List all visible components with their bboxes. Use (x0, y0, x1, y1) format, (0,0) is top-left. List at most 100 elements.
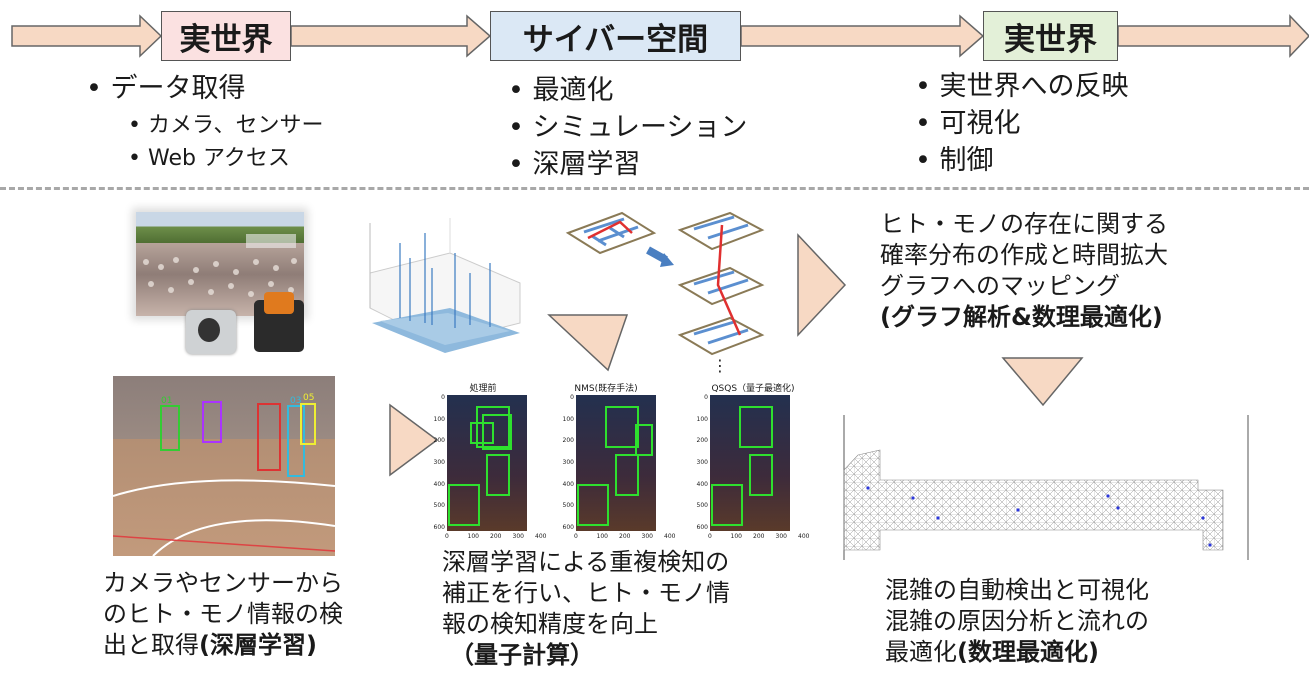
triangle-up (547, 314, 629, 372)
list-item: データ取得 (86, 70, 246, 107)
panel-title-before: 処理前 (469, 384, 497, 394)
y-tick-label: 500 (562, 502, 574, 510)
y-tick-label: 400 (433, 480, 445, 488)
caption-line: 確率分布の作成と時間拡大 (880, 241, 1168, 269)
y-tick-label: 200 (433, 437, 445, 445)
x-tick-label: 0 (445, 533, 449, 540)
caption-right-bottom: 混雑の自動検出と可視化 混雑の原因分析と流れの 最適化(数理最適化) (885, 575, 1149, 668)
y-tick-label: 600 (696, 524, 708, 531)
congestion-mesh-map (843, 415, 1249, 560)
list-item: Web アクセス (128, 142, 324, 175)
caption-line: 補正を行い、ヒト・モノ情 (442, 579, 730, 607)
caption-line: カメラやセンサーから (103, 569, 343, 597)
detection-panel-nms (576, 395, 656, 531)
caption-right-top: ヒト・モノの存在に関する 確率分布の作成と時間拡大 グラフへのマッピング (グラ… (880, 209, 1168, 333)
flow-arrow-1 (11, 14, 163, 58)
stage-cyber-space: サイバー空間 (490, 11, 741, 61)
triangle-right-2 (797, 233, 847, 337)
x-tick-label: 300 (512, 533, 524, 540)
camera-device (186, 310, 236, 354)
x-tick-label: 400 (798, 533, 810, 540)
x-tick-label: 200 (753, 533, 765, 540)
detection-panel-qsqs (710, 395, 790, 531)
detection-panel-before (447, 395, 527, 531)
y-tick-label: 500 (696, 502, 708, 510)
y-tick-label: 100 (562, 415, 574, 423)
x-tick-label: 400 (535, 533, 547, 540)
list-item: 制御 (915, 142, 1129, 179)
caption-line: 最適化(数理最適化) (885, 638, 1099, 666)
y-tick-label: 500 (433, 502, 445, 510)
lidar-sensor (254, 292, 304, 352)
gym-scene: 01 03 05 (113, 393, 335, 556)
caption-line: 報の検知精度を向上 (442, 610, 658, 638)
flow-arrow-4 (1117, 14, 1309, 58)
detection-boxes (577, 406, 653, 526)
caption-line: 出と取得(深層学習) (103, 631, 317, 659)
caption-line: 混雑の自動検出と可視化 (885, 576, 1149, 604)
y-tick-label: 0 (570, 394, 574, 401)
y-tick-label: 300 (696, 459, 708, 466)
stage-real-world-1: 実世界 (161, 11, 291, 61)
y-tick-label: 100 (433, 415, 445, 423)
data-acquisition-sublist: カメラ、センサー Web アクセス (128, 109, 324, 175)
y-tick-label: 0 (441, 394, 445, 401)
x-tick-label: 400 (664, 533, 676, 540)
list-item: 最適化 (508, 72, 747, 109)
flow-arrow-3 (740, 14, 985, 58)
track-label: 01 (161, 396, 172, 406)
flow-arrows (11, 14, 1309, 58)
track-label: 03 (290, 396, 301, 406)
lidar-top (264, 292, 294, 314)
list-item: シミュレーション (508, 109, 748, 146)
x-tick-label: 200 (490, 533, 502, 540)
data-acquisition-list: データ取得 (86, 70, 246, 107)
list-item: カメラ、センサー (128, 109, 324, 142)
gym-tracking-photo: 01 03 05 (113, 376, 335, 556)
panel-title-qsqs: QSQS（量子最適化) (711, 384, 795, 394)
caption-line: 深層学習による重複検知の (442, 548, 730, 576)
y-tick-label: 100 (696, 415, 708, 423)
caption-middle: 深層学習による重複検知の 補正を行い、ヒト・モノ情 報の検知精度を向上 （量子計… (442, 547, 730, 671)
caption-line: ヒト・モノの存在に関する (880, 210, 1168, 238)
y-tick-label: 0 (704, 394, 708, 401)
x-tick-label: 100 (467, 533, 479, 540)
cyber-list: 最適化 シミュレーション 深層学習 (508, 72, 748, 183)
caption-left: カメラやセンサーから のヒト・モノ情報の検 出と取得(深層学習) (103, 568, 343, 661)
section-divider (0, 187, 1309, 190)
y-tick-label: 200 (562, 437, 574, 445)
time-expanded-graph: ⋮ (565, 211, 765, 375)
caption-line: 混雑の原因分析と流れの (885, 607, 1149, 635)
caption-line: のヒト・モノ情報の検 (103, 600, 343, 628)
detection-boxes (448, 406, 512, 526)
list-item: 実世界への反映 (915, 68, 1129, 105)
panel-title-nms: NMS(既存手法) (574, 384, 638, 394)
x-tick-label: 0 (574, 533, 578, 540)
probability-surface-plot (369, 218, 521, 353)
x-tick-label: 300 (641, 533, 653, 540)
y-tick-label: 600 (433, 524, 445, 531)
caption-line: (グラフ解析&数理最適化) (880, 303, 1163, 331)
x-tick-label: 100 (596, 533, 608, 540)
y-tick-label: 400 (562, 480, 574, 488)
x-tick-label: 200 (619, 533, 631, 540)
caption-line: （量子計算） (450, 641, 594, 669)
track-label: 05 (303, 393, 314, 403)
stage-real-world-2: 実世界 (983, 11, 1118, 61)
camera-lens (198, 318, 220, 342)
detection-boxes (711, 406, 773, 526)
ellipsis: ⋮ (712, 356, 728, 375)
real-world-list: 実世界への反映 可視化 制御 (915, 68, 1129, 179)
triangle-down (1001, 357, 1084, 407)
y-tick-label: 200 (696, 437, 708, 445)
y-tick-label: 400 (696, 480, 708, 488)
caption-line: グラフへのマッピング (880, 272, 1120, 300)
x-tick-label: 300 (775, 533, 787, 540)
triangle-right-1 (389, 403, 439, 477)
x-tick-label: 100 (730, 533, 742, 540)
x-tick-label: 0 (708, 533, 712, 540)
list-item: 深層学習 (508, 146, 747, 183)
flow-arrow-2 (290, 14, 492, 58)
y-tick-label: 600 (562, 524, 574, 531)
